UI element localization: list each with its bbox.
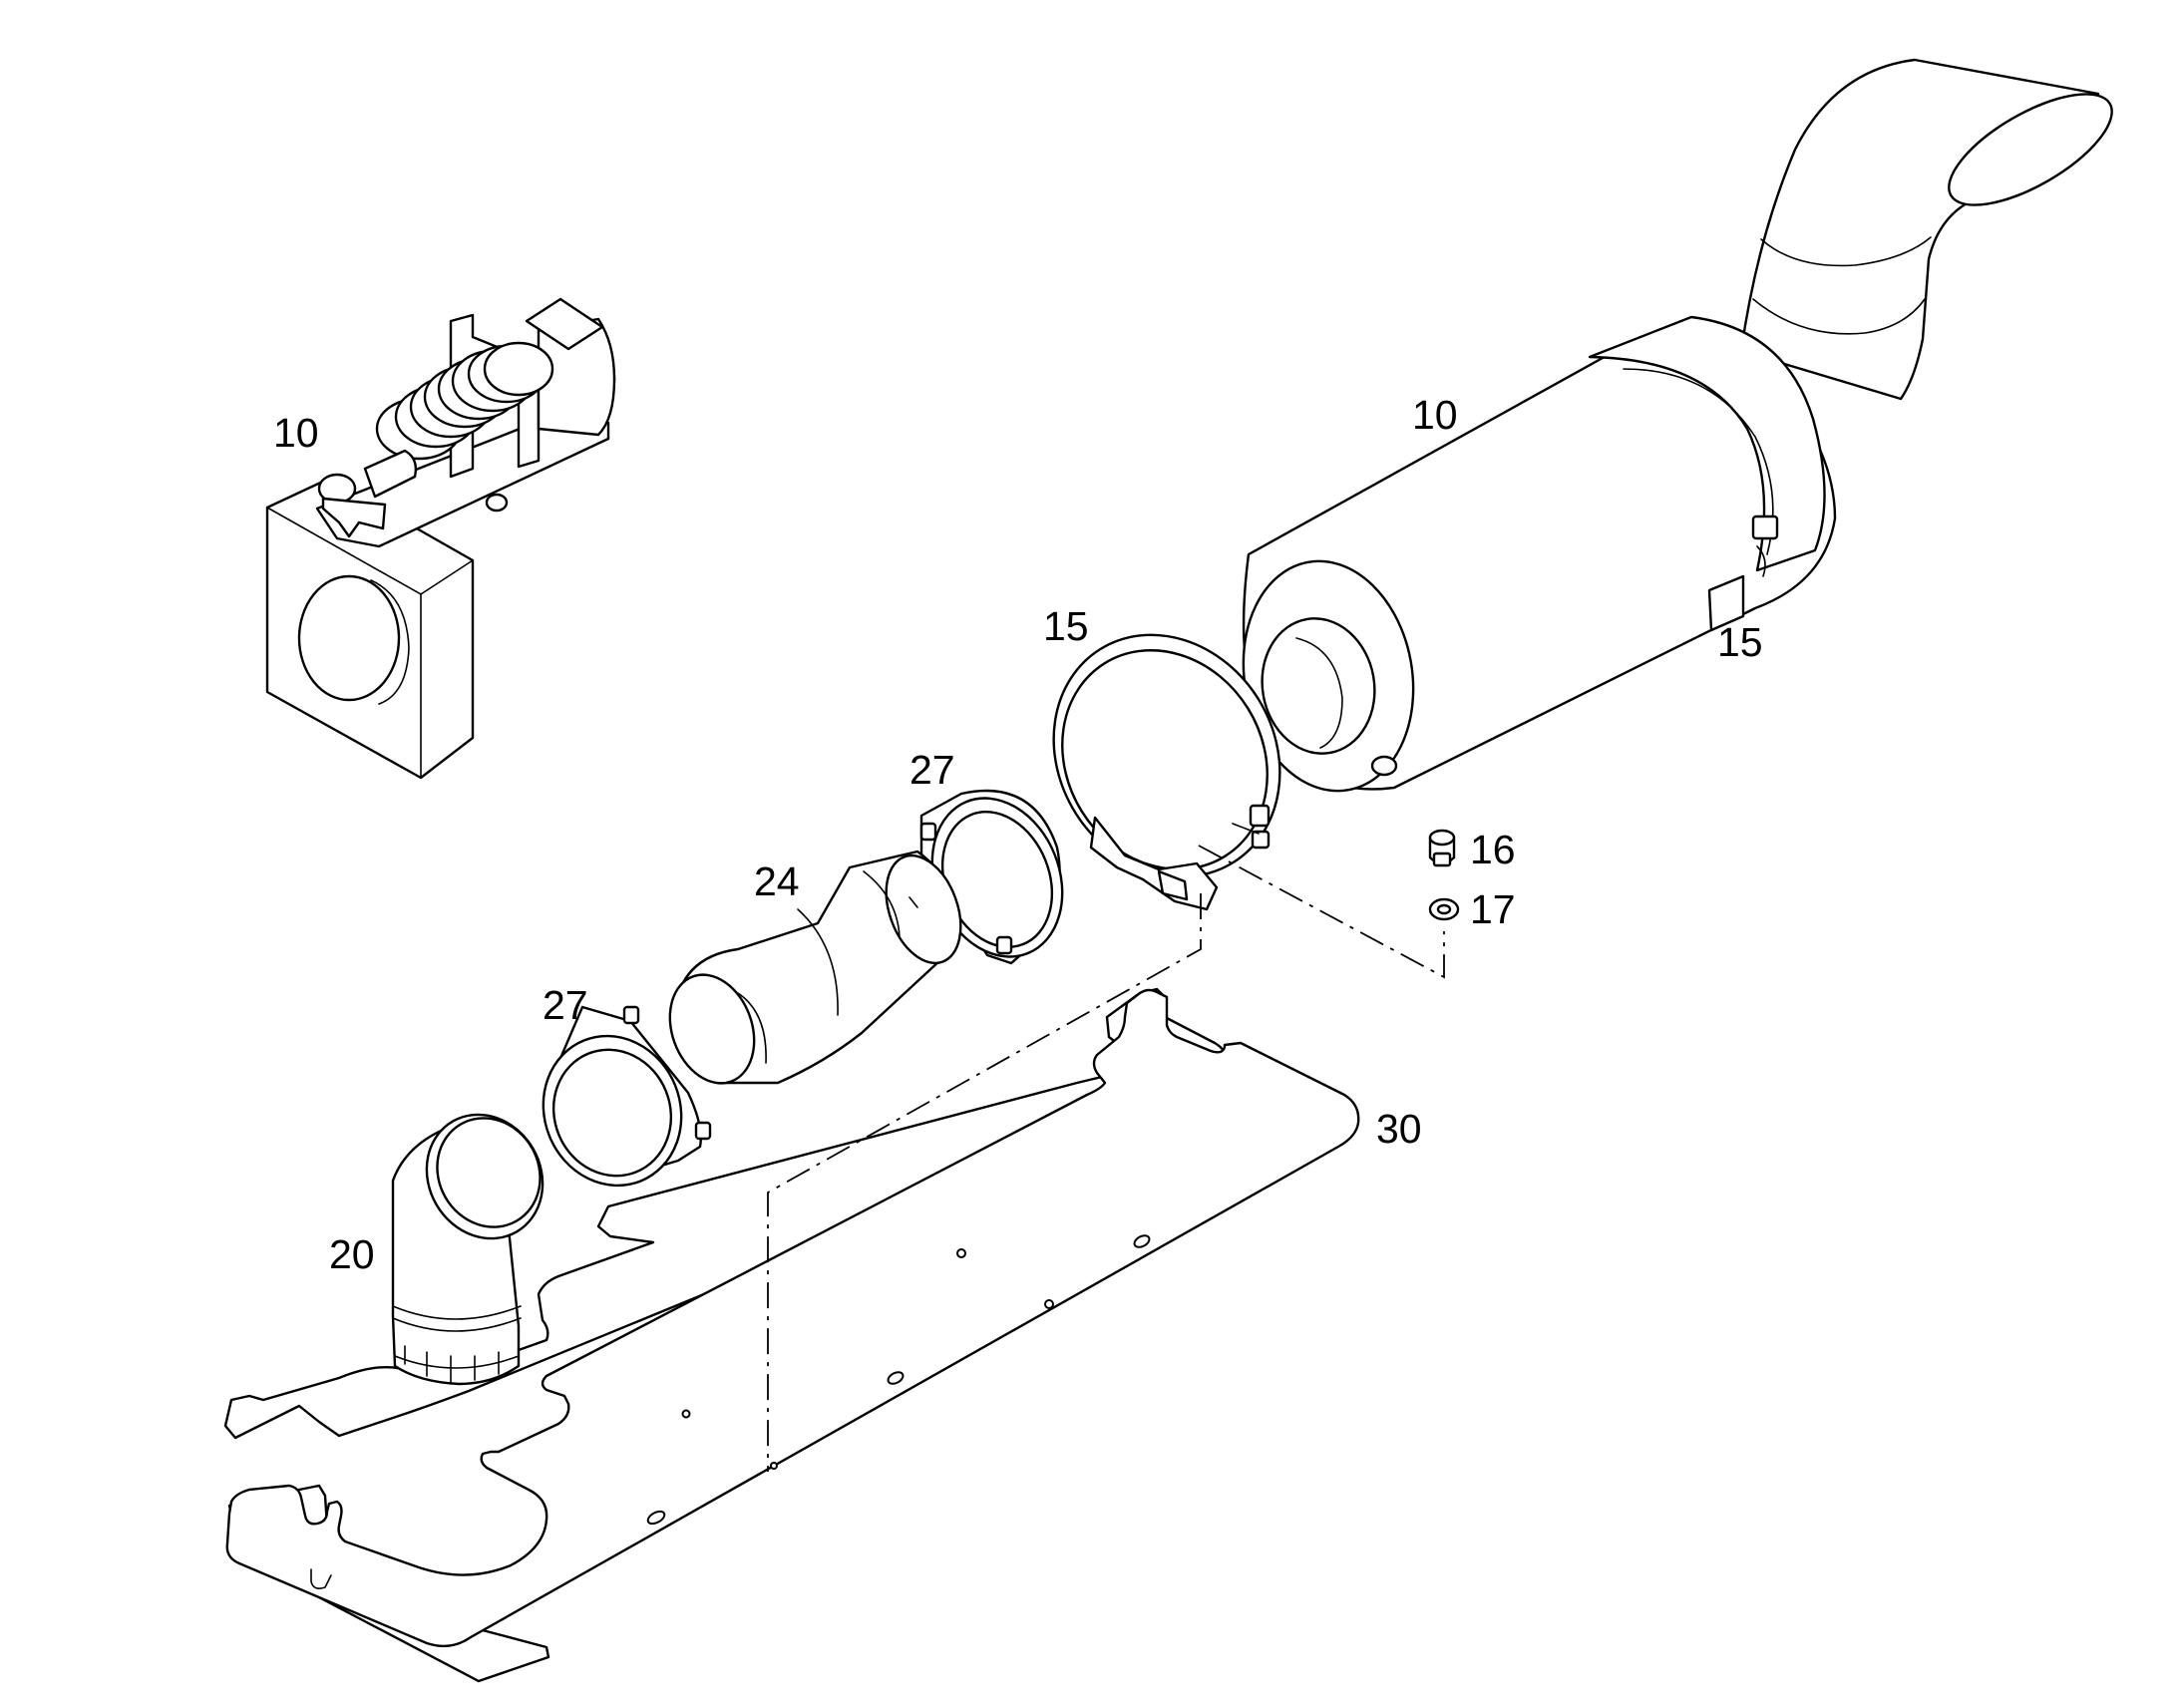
callout-washer: 17 [1470, 886, 1516, 932]
callout-screw: 16 [1470, 827, 1516, 872]
callout-clamp-large: 15 [1043, 603, 1089, 649]
flex-pipe [668, 850, 962, 1085]
muffler [1242, 58, 2113, 793]
plate-accurate [225, 988, 1360, 1648]
clamp-large [1052, 633, 1281, 911]
callout-heater-unit: 10 [273, 410, 319, 456]
callout-clamp-on-muffler: 15 [1717, 619, 1763, 665]
callout-labels: 10 10 15 15 16 17 20 24 27 27 30 [273, 392, 1763, 1277]
callout-flex-pipe: 24 [754, 858, 800, 904]
pipe-clamp-upper [919, 789, 1064, 965]
assembly-lines [767, 845, 1445, 1472]
callout-pipe-clamp-lower: 27 [543, 982, 588, 1028]
washer [1428, 897, 1460, 921]
callout-pipe-clamp-upper: 27 [909, 747, 955, 793]
pipe-clamp-lower [542, 1005, 712, 1188]
heater-unit [265, 297, 616, 780]
elbow-pipe [391, 1113, 545, 1386]
callout-mounting-plate: 30 [1376, 1106, 1422, 1152]
callout-muffler: 10 [1412, 392, 1458, 438]
screw [1428, 829, 1456, 867]
callout-elbow-pipe: 20 [329, 1231, 375, 1277]
